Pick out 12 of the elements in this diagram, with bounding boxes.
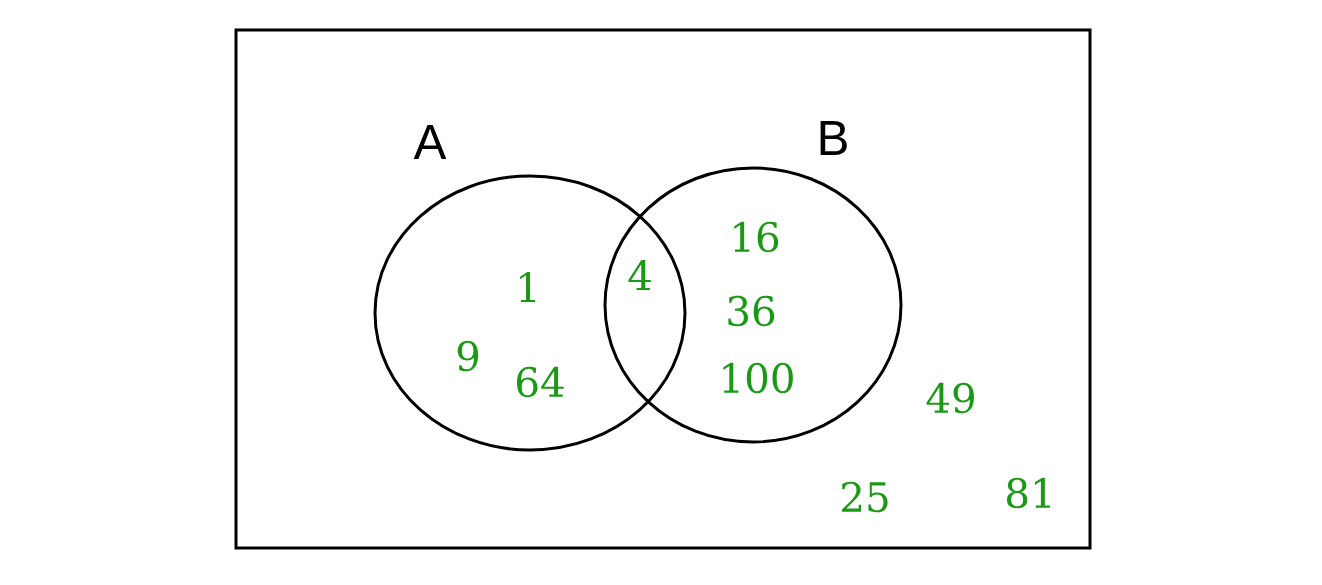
set-label: B — [820, 121, 847, 155]
element-number: 64 — [517, 366, 564, 398]
element-number: 1 — [520, 272, 536, 302]
element-number: 9 — [457, 340, 479, 372]
element-number: 100 — [723, 362, 793, 394]
element-number: 36 — [728, 295, 775, 327]
element-number: 4 — [628, 260, 651, 290]
element-number: 25 — [842, 481, 888, 513]
element-number: 81 — [1007, 477, 1050, 509]
universal-set-rectangle — [234, 28, 1092, 550]
set-label: A — [413, 125, 447, 159]
element-number: 16 — [734, 221, 779, 253]
